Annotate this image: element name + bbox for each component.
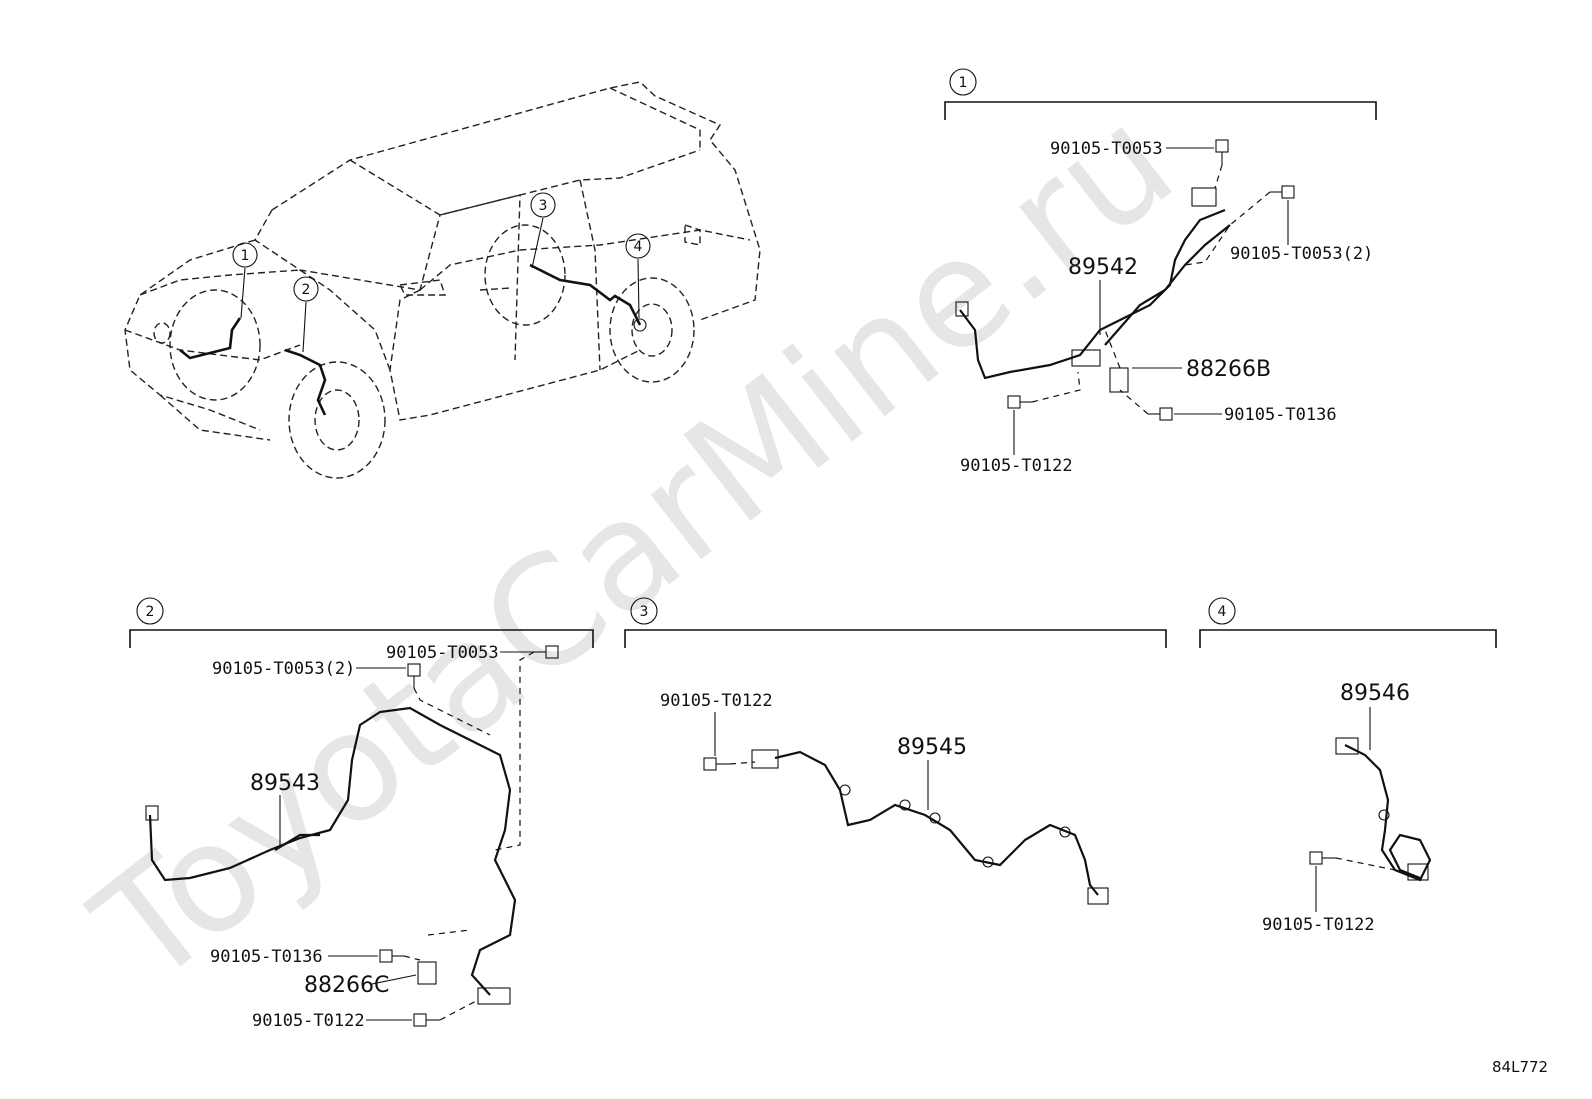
label-90105-T0053: 90105-T0053 [386,643,499,663]
svg-text:1: 1 [241,248,250,264]
speed-sensor-89546 [1344,744,1432,882]
label-90105-T0136: 90105-T0136 [210,947,323,967]
label-90105-T0122: 90105-T0122 [660,691,773,711]
label-90105-T0136: 90105-T0136 [1224,405,1337,425]
label-89542: 89542 [1068,255,1138,280]
bolt-icon [379,949,404,963]
bolt-icon [703,757,730,771]
label-89545: 89545 [897,735,967,760]
bolt-icon [1007,395,1032,409]
label-90105-T0053-2: 90105-T0053(2) [1230,244,1373,264]
overview-callout-3: 3 [530,192,556,218]
label-90105-T0122: 90105-T0122 [252,1011,365,1031]
group-1-number: 1 [959,75,968,91]
svg-text:4: 4 [634,239,643,255]
bolt-icon [1215,139,1229,165]
overview-callout-2: 2 [293,276,319,302]
group-2: 2 90105-T0053 90105-T0053(2) 89543 90105… [129,597,594,1031]
label-90105-T0053-2: 90105-T0053(2) [212,659,355,679]
group-3-number: 3 [640,604,649,620]
vehicle-overview: 1 2 3 4 [124,81,761,479]
svg-text:3: 3 [539,198,548,214]
svg-text:2: 2 [302,282,311,298]
bolt-icon [1148,407,1173,421]
label-89546: 89546 [1340,681,1410,706]
diagram-code: 84L772 [1492,1058,1548,1076]
label-90105-T0122: 90105-T0122 [1262,915,1375,935]
watermark: ToyotaCarMine.ru [64,74,1205,1018]
bolt-icon [1270,185,1295,199]
label-89543: 89543 [250,771,320,796]
label-88266B: 88266B [1186,357,1271,382]
group-4: 4 89546 90105-T0122 [1199,597,1497,935]
speed-sensor-89543 [148,706,517,996]
label-88266C: 88266C [304,973,389,998]
bolt-icon [413,1013,440,1027]
group-3: 3 90105-T0122 89545 [624,597,1167,905]
label-90105-T0053: 90105-T0053 [1050,139,1163,159]
speed-sensor-89545 [774,750,1099,896]
bolt-icon [1309,851,1336,865]
group-2-number: 2 [146,604,155,620]
overview-callout-1: 1 [232,242,258,268]
bolt-icon [407,663,421,688]
label-90105-T0122: 90105-T0122 [960,456,1073,476]
overview-callout-4: 4 [625,233,651,259]
group-4-number: 4 [1218,604,1227,620]
group-1: 1 90105-T0053 90105-T0053(2) 89542 88266… [944,68,1377,476]
